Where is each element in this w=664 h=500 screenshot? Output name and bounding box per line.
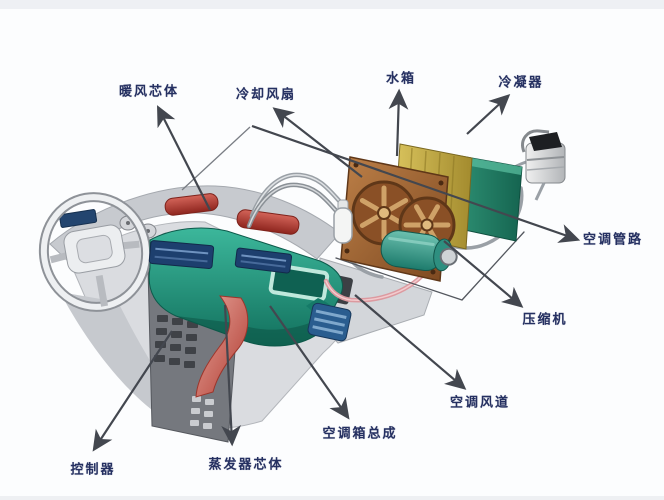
console-buttons xyxy=(154,315,198,368)
left-dash-vent-icon xyxy=(59,209,98,228)
antenna-line xyxy=(181,126,251,191)
callout-arrow-condenser xyxy=(466,94,511,135)
bottom-edge-band xyxy=(0,496,664,500)
callout-label-compressor: 压缩机 xyxy=(522,312,568,328)
receiver-drier xyxy=(333,199,353,244)
dash-air-vents xyxy=(148,240,293,274)
compressor-body xyxy=(380,230,458,272)
callout-arrows xyxy=(92,88,581,452)
callout-label-heater-core: 暖风芯体 xyxy=(118,84,180,100)
callout-arrow-ac-air-duct xyxy=(354,294,467,390)
callout-arrow-ac-box-assembly xyxy=(269,305,350,420)
callout-label-ac-air-duct: 空调风道 xyxy=(449,395,511,411)
callout-label-evaporator-core: 蒸发器芯体 xyxy=(208,457,284,473)
callout-label-condenser: 冷凝器 xyxy=(498,75,544,91)
callout-arrow-heater-core xyxy=(157,105,211,211)
callout-label-ac-pipelines: 空调管路 xyxy=(582,232,644,248)
callout-arrow-cooling-fan xyxy=(272,107,363,178)
console-lower-buttons xyxy=(190,396,214,429)
callout-label-ac-box-assembly: 空调箱总成 xyxy=(322,426,398,442)
reservoir-tank xyxy=(521,129,566,201)
ribbed-air-duct xyxy=(307,302,352,342)
steering-wheel xyxy=(38,192,152,312)
callout-arrow-compressor xyxy=(443,240,524,308)
callout-arrow-evaporator-core xyxy=(221,304,242,447)
hvac-box-opening xyxy=(268,263,330,302)
callout-label-cooling-fan: 冷却风扇 xyxy=(235,87,297,103)
callout-label-controller: 控制器 xyxy=(70,462,116,478)
callout-arrow-controller xyxy=(92,330,173,452)
callout-label-radiator: 水箱 xyxy=(385,71,417,87)
callout-arrow-ac-pipelines xyxy=(251,124,581,243)
top-edge-band xyxy=(0,0,664,9)
callout-arrow-radiator xyxy=(388,88,409,157)
